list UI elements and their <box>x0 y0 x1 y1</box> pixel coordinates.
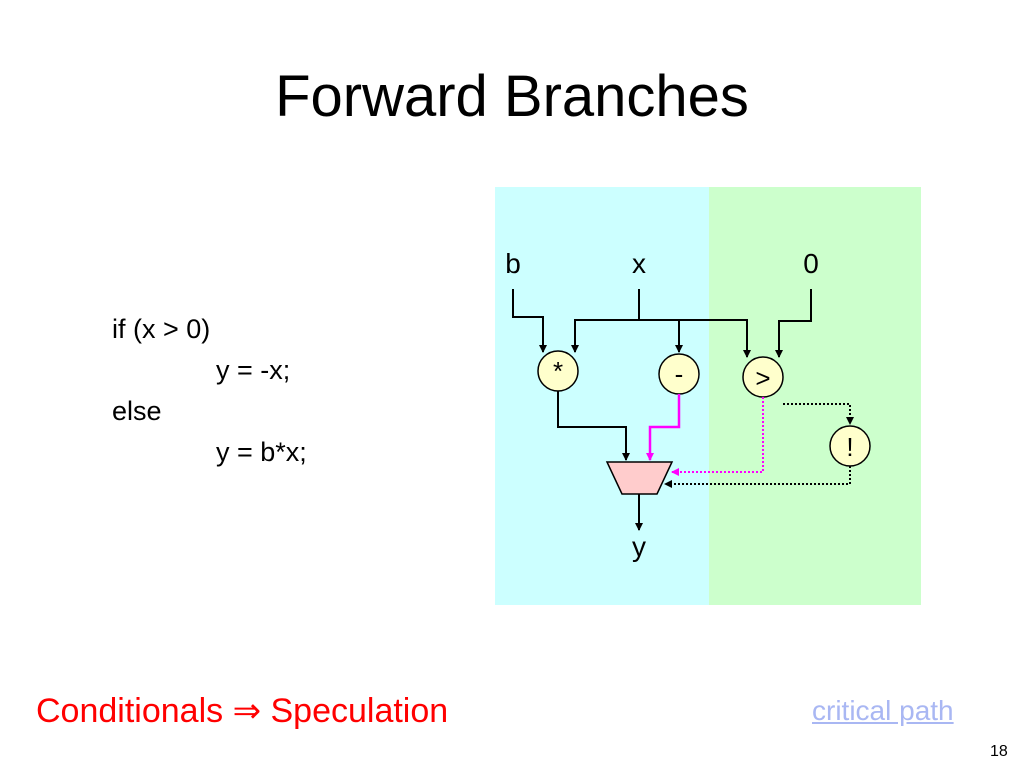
left-region <box>495 187 709 605</box>
code-line-then: y = -x; <box>216 355 291 385</box>
slide-number: 18 <box>990 743 1008 760</box>
code-line-if: if (x > 0) <box>112 314 211 344</box>
conditionals-speculation-note: Conditionals ⇒ Speculation <box>36 692 449 730</box>
input-zero-label: 0 <box>803 248 819 279</box>
code-line-else: else <box>112 396 162 426</box>
right-region <box>709 187 921 605</box>
critical-path-link[interactable]: critical path <box>812 695 954 726</box>
multiply-operator: * <box>553 356 563 386</box>
wire-zero-to-greater <box>775 289 812 358</box>
code-line-else-body: y = b*x; <box>216 437 307 467</box>
wire-greater-to-mux-select <box>671 397 764 476</box>
wire-b-to-multiply <box>512 289 547 353</box>
greater-than-operator: > <box>755 363 770 393</box>
wire-multiply-to-mux <box>557 391 630 461</box>
input-b-label: b <box>505 248 521 279</box>
wire-x-to-multiply <box>571 319 639 353</box>
wire-not-to-mux-select <box>664 466 851 488</box>
output-y-label: y <box>632 531 646 562</box>
wire-negate-to-mux <box>646 394 681 461</box>
negate-operator: - <box>675 359 684 389</box>
wire-x-to-greater <box>679 319 751 358</box>
slide-title: Forward Branches <box>275 64 749 129</box>
multiplexer <box>605 461 674 495</box>
input-x-label: x <box>632 248 646 279</box>
wire-greater-to-not <box>783 403 854 425</box>
not-operator: ! <box>846 432 853 462</box>
